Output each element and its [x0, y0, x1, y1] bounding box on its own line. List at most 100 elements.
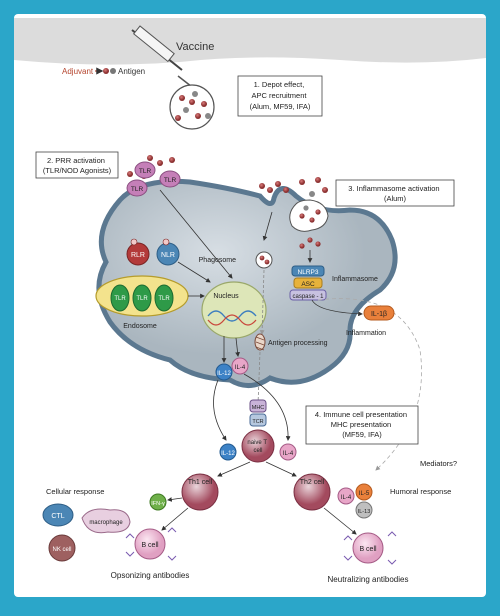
- b-cell-left: B cell: [125, 527, 177, 561]
- macrophage-cell: macrophage: [81, 508, 131, 534]
- nucleus-to-il4-arrow: [235, 337, 240, 357]
- svg-text:RLR: RLR: [131, 252, 145, 259]
- step2-text: 2. PRR activation (TLR/NOD Agonists): [43, 156, 112, 175]
- th1-to-ifng-arrow: [167, 497, 183, 502]
- svg-text:TLR: TLR: [131, 186, 144, 193]
- svg-text:B cell: B cell: [141, 542, 159, 549]
- step3-text: 3. Inflammasome activation (Alum): [348, 184, 441, 203]
- svg-text:TLR: TLR: [158, 296, 170, 302]
- step2-box: [35, 151, 119, 179]
- th1-to-bcell-arrow: [161, 507, 189, 531]
- phagosome: [255, 251, 273, 269]
- tlr-receptor: TLR: [134, 155, 156, 179]
- svg-text:IL-4: IL-4: [235, 365, 246, 371]
- nlr-arrow: [177, 261, 211, 283]
- svg-text:TLR: TLR: [139, 168, 152, 175]
- il5-badge: IL-5: [355, 483, 373, 501]
- nucleus: [201, 281, 267, 339]
- step1-box: [237, 75, 323, 117]
- svg-text:IL-4: IL-4: [283, 451, 294, 457]
- endosome-label: Endosome: [123, 323, 157, 330]
- svg-text:TCR: TCR: [252, 419, 263, 425]
- phagosome-label: Phagosome: [199, 257, 236, 264]
- svg-text:Th1 cell: Th1 cell: [188, 479, 213, 486]
- svg-text:caspase - 1: caspase - 1: [292, 294, 324, 300]
- il1b-badge: [363, 305, 395, 321]
- svg-text:IFN-γ: IFN-γ: [151, 501, 165, 507]
- mediators-arrow: [317, 298, 422, 471]
- il12-badge: IL-12: [215, 363, 233, 381]
- step4-box: [305, 405, 419, 445]
- svg-text:NK cell: NK cell: [52, 547, 71, 553]
- opsonizing-label: Opsonizing antibodies: [111, 571, 190, 580]
- step1-text: 1. Depot effect, APC recruitment (Alum, …: [250, 80, 311, 111]
- svg-text:IL-5: IL-5: [359, 491, 370, 497]
- to-th1-arrow: [217, 461, 251, 477]
- il13-badge: IL-13: [355, 501, 373, 519]
- ctl-cell: CTL: [42, 503, 74, 527]
- phagocytosis-arrow: [262, 211, 273, 241]
- to-th2-arrow: [265, 461, 297, 477]
- endosome: TLR TLR TLR: [95, 275, 189, 317]
- neutralizing-label: Neutralizing antibodies: [328, 575, 409, 584]
- svg-text:NLRP3: NLRP3: [298, 269, 319, 276]
- antigen-processing-label: Antigen processing: [268, 340, 328, 347]
- mediators-label: Mediators?: [420, 459, 457, 468]
- adjuvant-label: Adjuvant: [62, 67, 94, 76]
- inflammasome-label: Inflammasome: [332, 276, 378, 283]
- il4-down-arrow: [243, 373, 291, 441]
- ifng-badge: IFN-γ: [149, 493, 167, 511]
- svg-text:macrophage: macrophage: [89, 520, 123, 526]
- il12-down-arrow: [213, 379, 227, 441]
- svg-text:TLR: TLR: [164, 177, 177, 184]
- svg-text:naive T cell: naive T cell: [247, 440, 268, 454]
- apc-cell: [96, 178, 398, 388]
- tlr-receptor: TLR: [157, 157, 181, 188]
- svg-text:MHC: MHC: [252, 405, 265, 411]
- step3-box: [335, 179, 455, 207]
- il1b-label: IL-1β: [371, 311, 387, 318]
- svg-text:NLR: NLR: [161, 252, 175, 259]
- th2-cell: Th2 cell: [293, 473, 331, 511]
- antigen-icon: [110, 68, 116, 74]
- cellular-response-label: Cellular response: [46, 487, 104, 496]
- surface-tlr-group: TLR TLR TLR: [126, 155, 181, 197]
- nucleus-label: Nucleus: [213, 293, 239, 300]
- rlr-receptor: RLR: [126, 238, 150, 266]
- syringe-icon: [131, 25, 197, 91]
- svg-text:IL-12: IL-12: [217, 371, 231, 377]
- svg-text:B cell: B cell: [359, 546, 377, 553]
- svg-text:ASC: ASC: [301, 281, 315, 288]
- tlr-receptor: TLR: [132, 284, 152, 312]
- humoral-response-label: Humoral response: [390, 487, 451, 496]
- svg-text:IL-4: IL-4: [341, 495, 352, 501]
- processing-arrow: [259, 269, 265, 335]
- tissue-layer: [14, 18, 486, 65]
- antigen-processing-icon: [254, 333, 266, 351]
- il12-badge-lower: IL-12: [219, 443, 237, 461]
- tlr-receptor: TLR: [154, 284, 174, 312]
- il1b-arrow: [311, 299, 363, 317]
- nlr-receptor: NLR: [156, 238, 180, 266]
- il4-badge-th2: IL-4: [337, 487, 355, 505]
- svg-text:CTL: CTL: [51, 513, 64, 520]
- il4-badge-lower: IL-4: [279, 443, 297, 461]
- th2-to-bcell-arrow: [323, 507, 357, 535]
- to-mhc-arrow: [255, 351, 261, 405]
- mhc-tcr-complex: MHC TCR: [249, 399, 267, 427]
- antigen-particles: [259, 177, 328, 197]
- svg-text:TLR: TLR: [136, 296, 148, 302]
- inflammasome-complex: NLRP3 ASC caspase - 1: [289, 265, 327, 301]
- adjuvant-icon: [103, 68, 109, 74]
- tlr-receptor: TLR: [110, 284, 130, 312]
- vaccine-label: Vaccine: [176, 41, 214, 53]
- naive-t-cell: naive T cell: [241, 429, 275, 463]
- inflammation-label: Inflammation: [346, 330, 386, 337]
- inflammasome-vesicle: [289, 199, 329, 249]
- tlr-to-nucleus-arrow: [159, 189, 233, 279]
- svg-text:IL-13: IL-13: [358, 509, 371, 515]
- b-cell-right: B cell: [343, 531, 397, 565]
- antigen-label: Antigen: [118, 67, 145, 76]
